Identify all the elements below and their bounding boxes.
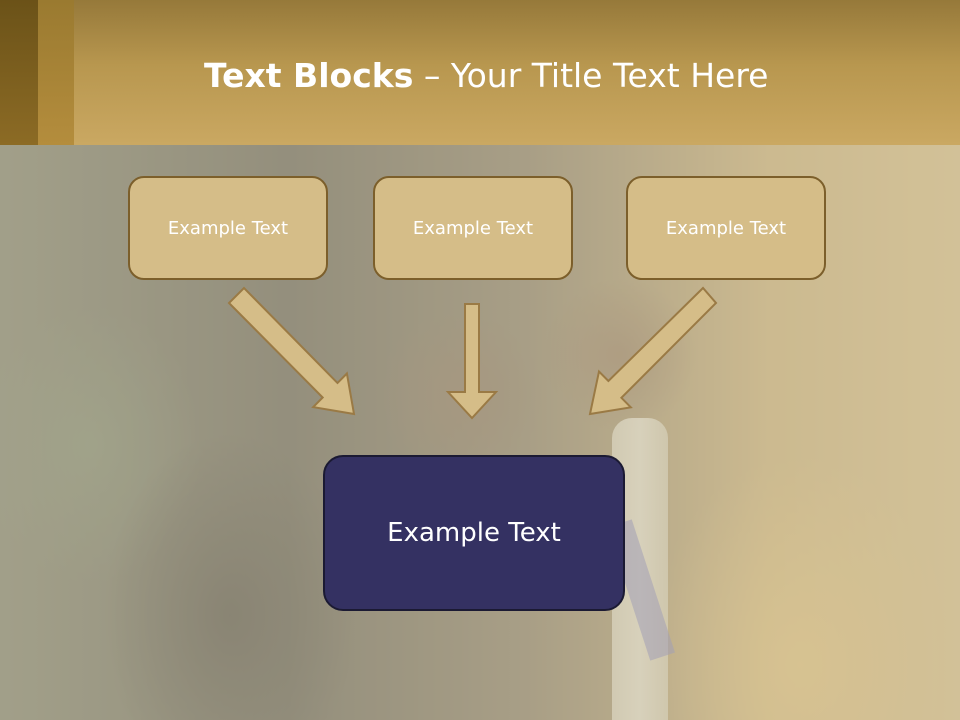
title-rest-part: Your Title Text Here bbox=[450, 56, 769, 95]
text-block-2-label: Example Text bbox=[412, 217, 534, 239]
title-bold-part: Text Blocks bbox=[204, 56, 414, 95]
slide-title[interactable]: Text Blocks – Your Title Text Here bbox=[204, 52, 768, 100]
header-accent-strip-light bbox=[38, 0, 74, 145]
main-text-block-label: Example Text bbox=[387, 518, 561, 548]
text-block-1-label: Example Text bbox=[167, 217, 289, 239]
text-block-3[interactable]: Example Text bbox=[626, 176, 826, 280]
header-accent-strip-dark bbox=[0, 0, 38, 145]
text-block-2[interactable]: Example Text bbox=[373, 176, 573, 280]
header-band: Text Blocks – Your Title Text Here bbox=[0, 0, 960, 145]
text-block-1[interactable]: Example Text bbox=[128, 176, 328, 280]
text-block-3-label: Example Text bbox=[665, 217, 787, 239]
main-text-block[interactable]: Example Text bbox=[323, 455, 625, 611]
title-dash: – bbox=[413, 56, 451, 95]
